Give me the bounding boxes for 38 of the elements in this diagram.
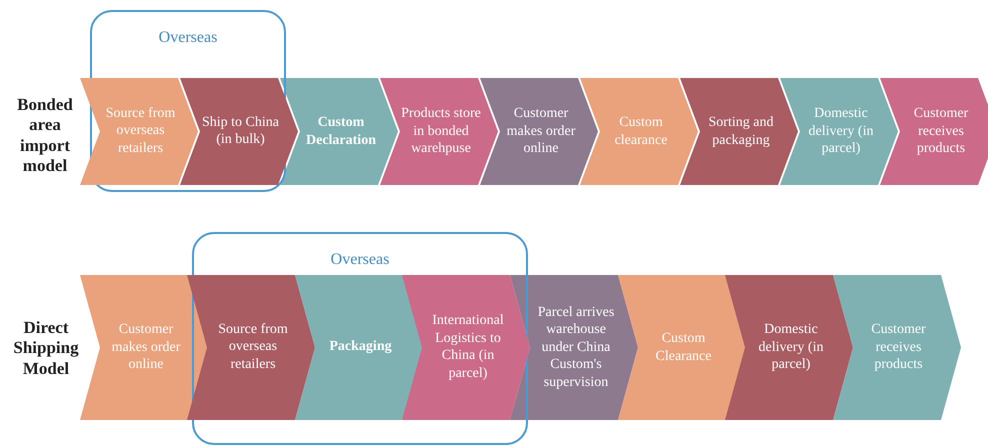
chevron-step [380,78,498,185]
step-label: Source from overseas retailers [104,104,176,158]
chevron-step [80,275,208,420]
step-label: Domestic delivery (in parcel) [758,321,824,374]
chevron-step [510,275,638,420]
chevron-step [294,274,422,420]
step-label: Custom clearance [614,114,668,149]
step-label: Custom Declaration [305,114,377,149]
chevron-step [880,78,988,185]
step-label: Customer makes order online [110,321,182,374]
chevron-step [402,274,530,420]
chevron-step [618,275,746,420]
step-label: Domestic delivery (in parcel) [808,105,874,158]
chevron-step [725,275,853,420]
chevron-step [180,78,298,184]
chevron-step [80,78,198,184]
step-label: Customer receives products [912,105,970,158]
group-title: Overseas [158,30,218,46]
group-title: Overseas [330,252,390,268]
step-label: Source from overseas retailers [217,320,289,374]
step-label: Packaging [328,338,393,356]
step-label: Customer makes order online [506,105,576,158]
chevron-step [280,78,398,185]
row-label: Direct Shipping Model [12,318,80,380]
chevron-step [832,275,960,420]
step-label: International Logistics to China (in parcel) [431,312,505,382]
row-label: Bonded area import model [16,95,74,177]
chevron-step [480,78,598,185]
chevron-step [187,274,315,420]
chevron-step [680,78,798,185]
step-label: Parcel arrives warehouse under China Custom's supervision [536,304,616,392]
chevron-step [580,78,698,185]
chevron-step [780,78,898,185]
step-label: Ship to China (in bulk) [200,114,280,148]
step-label: Products store in bonded warehpuse [400,105,482,158]
step-label: Custom Clearance [654,330,712,365]
step-label: Customer receives products [870,321,927,374]
step-label: Sorting and packaging [708,114,774,149]
